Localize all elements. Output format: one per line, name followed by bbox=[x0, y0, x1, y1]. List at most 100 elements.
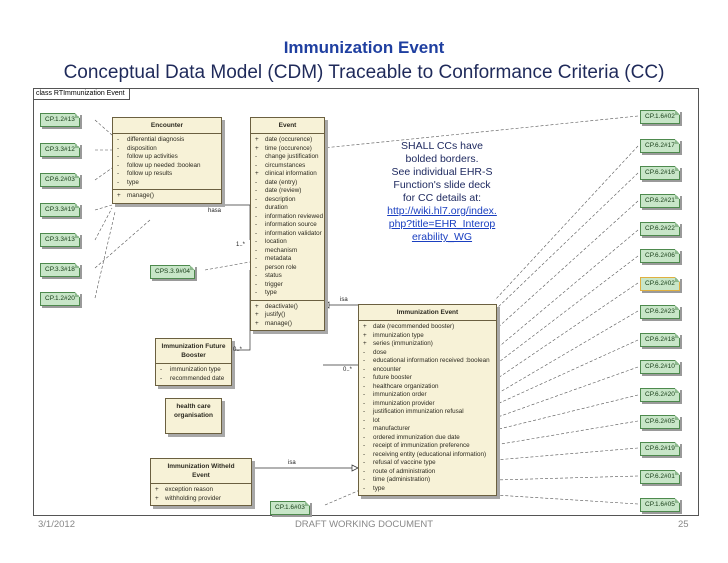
cc-note-left[interactable]: CP.6.2#03 bbox=[40, 173, 80, 187]
isa-label: isa bbox=[340, 297, 348, 303]
cc-note-right[interactable]: CP.6.2#18 bbox=[640, 333, 680, 347]
attribute-row: +date (recommended booster) bbox=[363, 323, 455, 330]
attribute-row: +date (occurence) bbox=[255, 136, 313, 143]
future-booster-class[interactable]: Immunization Future Booster -immunizatio… bbox=[155, 338, 232, 386]
attribute-row: -immunization order bbox=[363, 391, 427, 398]
trace-line bbox=[324, 489, 361, 506]
cc-explanation-text: SHALL CCs have bolded borders. See indiv… bbox=[372, 140, 512, 244]
attribute-row: -date (entry) bbox=[255, 178, 298, 186]
cc-note-right[interactable]: CP.6.2#22 bbox=[640, 222, 680, 236]
generalization-arrow-2 bbox=[351, 464, 359, 472]
operation-row: +justify() bbox=[255, 311, 286, 318]
trace-line bbox=[494, 200, 639, 331]
attribute-row: -follow up needed :boolean bbox=[117, 161, 201, 169]
trace-line bbox=[494, 475, 639, 481]
trace-line bbox=[322, 115, 639, 149]
attribute-row: -trigger bbox=[255, 280, 283, 288]
generalization-arrow bbox=[322, 301, 330, 309]
attribute-row: +immunization type bbox=[363, 331, 424, 339]
trace-line bbox=[494, 172, 639, 311]
attribute-row: -lot bbox=[363, 416, 380, 424]
operation-row: +manage() bbox=[117, 192, 154, 199]
attribute-row: -immunization provider bbox=[363, 399, 435, 407]
page-number: 25 bbox=[678, 519, 689, 530]
cps-note[interactable]: CPS.3.9#04 bbox=[150, 265, 196, 279]
attribute-row: -educational information received :boole… bbox=[363, 357, 490, 364]
cc-note-right[interactable]: CP.1.6#02 bbox=[640, 110, 680, 124]
event-class[interactable]: Event +date (occurence) +time (occurence… bbox=[250, 117, 325, 331]
attribute-row: -dose bbox=[363, 348, 387, 356]
slide-subtitle: Conceptual Data Model (CDM) Traceable to… bbox=[63, 62, 665, 83]
cc-note-right[interactable]: CP.6.2#20 bbox=[640, 388, 680, 402]
wiki-link[interactable]: http://wiki.hl7.org/index. bbox=[387, 205, 497, 217]
trace-line bbox=[494, 339, 639, 406]
operation-row: +manage() bbox=[255, 319, 292, 327]
multiplicity-label: 0..* bbox=[343, 367, 353, 373]
multiplicity-label: 0..* bbox=[233, 347, 243, 353]
trace-line bbox=[94, 219, 151, 269]
trace-line bbox=[494, 145, 639, 301]
cc-note-left[interactable]: CP.3.3#12 bbox=[40, 143, 80, 157]
cc-note-right[interactable]: CP.6.2#16 bbox=[640, 166, 680, 180]
immunization-event-class[interactable]: Immunization Event +date (recommended bo… bbox=[358, 304, 497, 496]
attribute-row: -information reviewed bbox=[255, 212, 324, 220]
cc-note-right[interactable]: CP.6.2#05 bbox=[640, 415, 680, 429]
attribute-row: +series (immunization) bbox=[363, 340, 433, 347]
class-name: Immunization Event bbox=[359, 305, 496, 321]
health-care-organisation-class[interactable]: health care organisation bbox=[165, 398, 222, 434]
trace-line bbox=[494, 282, 639, 381]
cc-note-right[interactable]: CP.1.6#05 bbox=[640, 498, 680, 512]
cc-note-left[interactable]: CP.3.3#19 bbox=[40, 203, 80, 217]
trace-line bbox=[94, 211, 116, 299]
attribute-row: -recommended date bbox=[160, 374, 225, 382]
cc-note-left[interactable]: CP.1.2#13 bbox=[40, 113, 80, 127]
cc-note-right[interactable]: CP.6.2#17 bbox=[640, 139, 680, 153]
attribute-row: -time (administration) bbox=[363, 476, 431, 483]
cc-note-left[interactable]: CP.3.3#13 bbox=[40, 233, 80, 247]
class-name: Event bbox=[251, 118, 324, 134]
footer-center: DRAFT WORKING DOCUMENT bbox=[294, 519, 434, 530]
trace-line bbox=[94, 204, 113, 211]
attribute-row: -type bbox=[363, 484, 385, 492]
attribute-row: -type bbox=[255, 289, 277, 296]
trace-line bbox=[94, 207, 113, 241]
class-name: Encounter bbox=[113, 118, 221, 134]
trace-line bbox=[494, 394, 639, 431]
witheld-event-class[interactable]: Immunization Witheld Event +exception re… bbox=[150, 458, 252, 506]
attribute-row: -healthcare organization bbox=[363, 382, 439, 390]
cc-note-right[interactable]: CP.6.2#19 bbox=[640, 442, 680, 456]
cc-note-right[interactable]: CP.6.2#10 bbox=[640, 360, 680, 374]
attribute-row: -route of administration bbox=[363, 467, 436, 475]
attribute-row: -receipt of immunization preference bbox=[363, 442, 470, 449]
multiplicity-label: 1..* bbox=[236, 242, 246, 248]
attribute-row: +clinical information bbox=[255, 170, 317, 177]
footer-date: 3/1/2012 bbox=[38, 519, 75, 530]
trace-line bbox=[94, 167, 113, 181]
operations-section: +manage() bbox=[113, 190, 221, 203]
encounter-class[interactable]: Encounter -differential diagnosis -dispo… bbox=[112, 117, 222, 204]
wiki-link[interactable]: php?title=EHR_Interop bbox=[388, 218, 496, 230]
attribute-row: -description bbox=[255, 195, 296, 203]
hasa-label: hasa bbox=[208, 208, 222, 214]
attribute-row: -information validator bbox=[255, 229, 322, 237]
attribute-row: -disposition bbox=[117, 144, 157, 152]
cc-note-left[interactable]: CP.1.2#20 bbox=[40, 292, 80, 306]
wiki-link[interactable]: erability_WG bbox=[411, 231, 473, 243]
attribute-row: -mechanism bbox=[255, 246, 298, 254]
cc-note-right[interactable]: CP.6.2#23 bbox=[640, 305, 680, 319]
trace-line bbox=[494, 366, 639, 419]
attribute-row: -immunization type bbox=[160, 366, 221, 373]
cc-note-right[interactable]: CP.6.2#06 bbox=[640, 249, 680, 263]
trace-line bbox=[94, 119, 113, 136]
cc-note-right[interactable]: CP.6.2#02 bbox=[640, 277, 680, 291]
attribute-row: -metadata bbox=[255, 255, 292, 262]
attribute-row: -follow up results bbox=[117, 170, 173, 177]
attribute-row: +withholding provider bbox=[155, 494, 222, 502]
cc-note-right[interactable]: CP.6.2#01 bbox=[640, 470, 680, 484]
cc-note-right[interactable]: CP.6.2#21 bbox=[640, 194, 680, 208]
cc-note-left[interactable]: CP.3.3#18 bbox=[40, 263, 80, 277]
cc-note-bottom[interactable]: CP.1.6#03 bbox=[270, 501, 310, 515]
trace-line bbox=[494, 420, 639, 446]
attributes-section: -differential diagnosis -disposition -fo… bbox=[113, 134, 221, 190]
class-name: Immunization Future Booster bbox=[156, 339, 231, 364]
